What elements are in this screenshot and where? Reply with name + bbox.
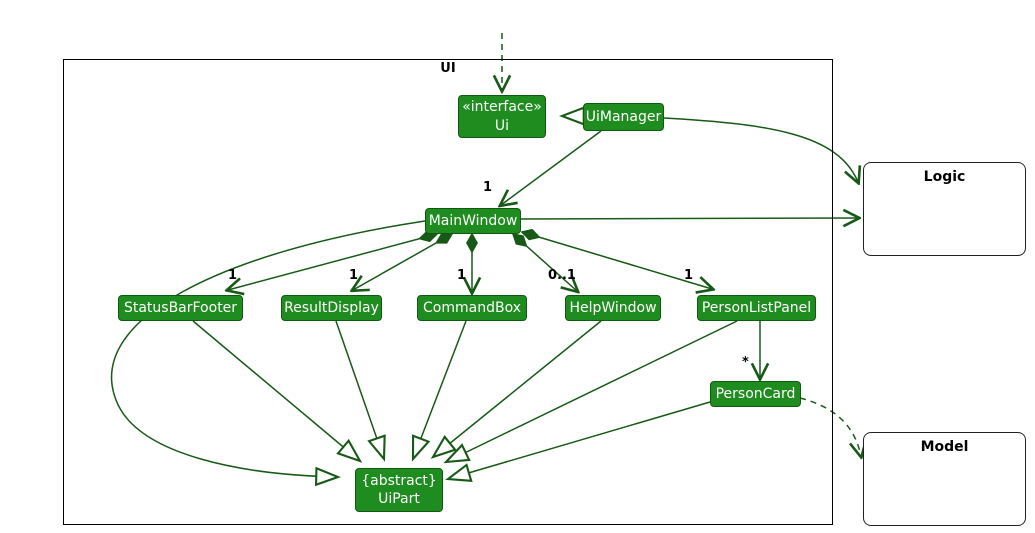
edge-mainwindow-to-resultdisplay (353, 234, 452, 290)
edge-personlistpanel-extends-uipart (443, 320, 738, 464)
class-uipart-stereotype: {abstract} (361, 472, 437, 489)
model-component-label: Model (920, 439, 969, 455)
class-personlistpanel-name: PersonListPanel (701, 299, 812, 316)
class-resultdisplay: ResultDisplay (281, 295, 382, 321)
edge-uimanager-to-mainwindow (501, 130, 602, 205)
class-resultdisplay-name: ResultDisplay (284, 299, 379, 316)
edge-resultdisplay-extends-uipart (335, 320, 386, 462)
multiplicity-resultdisplay: 1 (349, 268, 359, 283)
class-statusbarfooter: StatusBarFooter (118, 295, 243, 321)
multiplicity-commandbox: 1 (457, 268, 467, 283)
logic-component-label: Logic (923, 169, 966, 185)
multiplicity-helpwindow: 0..1 (548, 268, 576, 283)
class-helpwindow: HelpWindow (565, 295, 661, 321)
edge-commandbox-extends-uipart (411, 320, 467, 462)
class-personcard: PersonCard (710, 381, 801, 407)
class-ui-interface-stereotype: «interface» (462, 99, 542, 116)
multiplicity-statusbarfooter: 1 (228, 268, 238, 283)
logic-component-box: Logic (863, 162, 1026, 256)
class-uimanager-name: UiManager (585, 108, 662, 125)
class-commandbox: CommandBox (417, 295, 527, 321)
ui-package-label: UI (440, 61, 456, 76)
class-uipart-name: UiPart (378, 491, 420, 507)
edge-statusbarfooter-extends-uipart (192, 320, 363, 463)
class-uipart: {abstract} UiPart (355, 468, 443, 512)
edge-personcard-extends-uipart (445, 401, 711, 482)
edge-personcard-to-model (799, 397, 861, 456)
class-statusbarfooter-name: StatusBarFooter (123, 299, 238, 316)
multiplicity-personcard: * (742, 355, 749, 370)
edge-uimanager-to-logic (663, 117, 858, 182)
ui-package-container (63, 59, 833, 525)
edge-mainwindow-extends-uipart (110, 220, 426, 487)
model-component-box: Model (863, 432, 1026, 526)
class-ui-interface-name: Ui (494, 117, 510, 134)
multiplicity-personlistpanel: 1 (684, 268, 694, 283)
class-mainwindow-name: MainWindow (428, 212, 518, 229)
multiplicity-uimanager-mainwindow: 1 (483, 180, 493, 195)
class-helpwindow-name: HelpWindow (569, 299, 657, 316)
edge-helpwindow-extends-uipart (430, 320, 602, 459)
edge-mainwindow-to-personlistpanel (522, 232, 712, 289)
class-uimanager: UiManager (583, 103, 664, 131)
class-ui-interface: «interface» Ui (458, 95, 546, 138)
class-personlistpanel: PersonListPanel (697, 295, 816, 321)
class-commandbox-name: CommandBox (423, 299, 521, 316)
class-personcard-name: PersonCard (715, 385, 796, 402)
class-mainwindow: MainWindow (425, 208, 521, 234)
edge-mainwindow-to-logic (520, 218, 858, 219)
